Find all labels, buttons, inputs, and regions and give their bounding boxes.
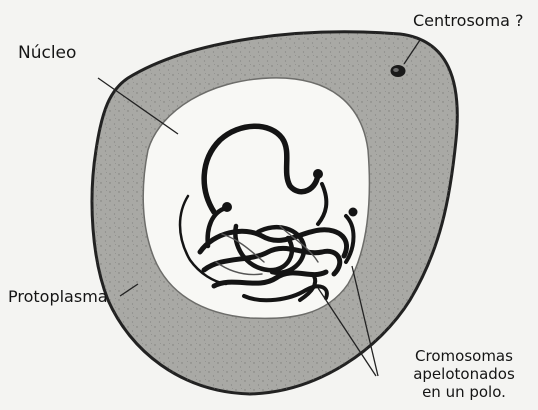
nucleo-label: Núcleo <box>18 44 76 64</box>
cromosomas-label: Cromosomas apelotonados en un polo. <box>396 347 532 401</box>
cromosomas-label-line-3: en un polo. <box>396 383 532 401</box>
centrosoma-label: Centrosoma ? <box>413 12 524 30</box>
protoplasma-label: Protoplasma <box>8 288 108 306</box>
cromosomas-label-line-1: Cromosomas <box>396 347 532 365</box>
cromosomas-label-line-2: apelotonados <box>396 365 532 383</box>
